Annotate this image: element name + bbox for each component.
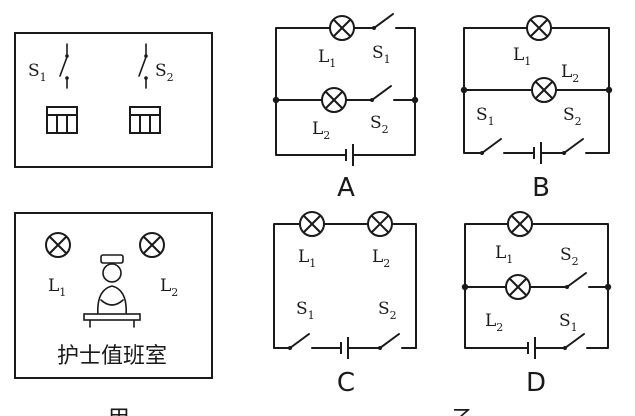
option-b-lamp-1-label: L1 [513, 45, 531, 68]
circuit-option-c: L1 L2 S1 S2 C [273, 211, 417, 398]
option-a-letter: A [337, 173, 355, 203]
ward-panel: S1 S2 [14, 32, 213, 168]
nurse-figure-icon [83, 254, 141, 328]
option-b-switch-2-label: S2 [563, 105, 582, 128]
option-d-lamp-1-icon [507, 211, 533, 237]
option-d-lamp-2-icon [505, 274, 531, 300]
bedside-switch-2 [138, 43, 148, 89]
switch-2-label: S2 [155, 61, 174, 84]
footer-char-2: 乙 [452, 407, 474, 416]
lamp-1-icon [45, 232, 71, 258]
footer-char-1: 甲 [108, 407, 130, 416]
option-a-lamp-2-label: L2 [312, 119, 330, 142]
option-a-switch-2 [371, 85, 392, 101]
option-b-switch-1-label: S1 [476, 105, 495, 128]
option-c-switch-2 [379, 333, 400, 349]
option-b-lamp-1-icon [526, 15, 552, 41]
option-a-lamp-1-icon [329, 15, 355, 41]
option-b-switch-1 [481, 138, 502, 154]
option-a-battery-icon [345, 143, 354, 167]
option-c-lamp-1-icon [299, 211, 325, 237]
bed-2-icon [129, 106, 161, 134]
bedside-switch-1 [59, 43, 69, 89]
option-a-switch-1 [373, 13, 394, 29]
circuit-option-b: L1 L2 S1 S2 B [460, 15, 613, 203]
option-c-switch-1 [289, 333, 310, 349]
switch-1-label: S1 [28, 61, 47, 84]
option-b-switch-2 [563, 138, 584, 154]
option-d-switch-1-label: S1 [559, 311, 578, 334]
option-d-switch-2 [566, 272, 587, 288]
nurse-room-frame [14, 212, 213, 379]
option-c-switch-2-label: S2 [378, 299, 397, 322]
circuit-option-d: L1 S2 L2 S1 D [461, 211, 612, 398]
option-d-lamp-1-label: L1 [495, 243, 513, 266]
option-d-lamp-2-label: L2 [485, 311, 503, 334]
nurse-room-panel: L1 L2 护士值班室 [14, 212, 213, 379]
option-d-battery-icon [527, 336, 536, 360]
lamp-2-icon [139, 232, 165, 258]
option-a-switch-2-label: S2 [370, 113, 389, 136]
option-c-letter: C [337, 368, 355, 398]
option-b-lamp-2-label: L2 [561, 62, 579, 85]
option-b-letter: B [532, 173, 550, 203]
option-c-switch-1-label: S1 [296, 299, 315, 322]
option-b-lamp-2-icon [531, 77, 557, 103]
bed-1-icon [46, 106, 78, 134]
option-a-lamp-1-label: L1 [318, 47, 336, 70]
lamp-1-label: L1 [48, 276, 66, 299]
option-c-battery-icon [340, 336, 349, 360]
option-d-switch-2-label: S2 [560, 245, 579, 268]
option-d-letter: D [526, 368, 546, 398]
option-a-switch-1-label: S1 [372, 43, 391, 66]
ward-panel-frame [14, 32, 213, 168]
circuit-option-a: L1 S1 L2 S2 A [272, 13, 419, 203]
option-c-lamp-2-icon [367, 211, 393, 237]
option-c-lamp-2-label: L2 [372, 247, 390, 270]
option-b-battery-icon [533, 141, 542, 165]
option-a-lamp-2-icon [321, 87, 347, 113]
option-c-lamp-1-label: L1 [298, 247, 316, 270]
nurse-room-label: 护士值班室 [57, 344, 167, 369]
option-d-switch-1 [564, 333, 585, 349]
lamp-2-label: L2 [160, 276, 178, 299]
